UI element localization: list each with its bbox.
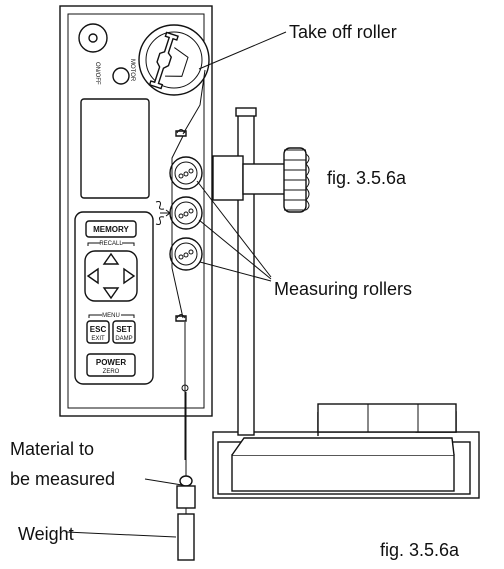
esc-key-label: ESC [90,325,107,334]
set-key [112,320,136,344]
motor-switch: MOTOR ON/OFF [94,59,135,85]
measuring-roller-2 [169,196,203,230]
device-housing-inner [67,13,205,409]
keypad: MEMORY RECALL MENU ESC EXIT SET DAMP POW… [74,211,154,385]
motor-button [112,67,130,85]
esc-key [86,320,110,344]
indicator-dot [88,33,98,43]
stand-base-top [231,454,455,492]
weight [176,460,196,561]
measuring-roller-1 [169,156,203,190]
material-callout-line [144,478,183,486]
zero-label: ZERO [103,369,120,375]
measuring-callout-line-3 [199,261,272,282]
arrow-cluster [84,250,138,302]
material-line-rollers [171,135,184,319]
onoff-label: ON/OFF [94,62,100,85]
measuring-callout-line-1 [196,180,272,278]
material-label-line1: Material to [10,439,94,459]
menu-label: MENU [102,313,120,319]
material-line-top [182,69,206,135]
damp-label: DAMP [115,336,132,342]
power-key [86,353,136,377]
measuring-roller-3 [169,237,203,271]
arrow-up-icon [102,252,120,265]
exit-label: EXIT [91,336,105,342]
stand-arm [242,163,288,195]
indicator-outer [78,23,108,53]
memory-key-label: MEMORY [93,225,129,234]
arrow-down-icon [102,287,120,300]
arrow-left-icon [86,267,99,285]
set-key-label: SET [116,325,132,334]
stand-rod-cap [235,107,257,117]
take-off-roller [138,24,210,96]
take-off-roller-spool [148,31,179,90]
weight-body [176,485,196,509]
take-off-roller-label: Take off roller [289,22,397,42]
stand-clamp-block [317,403,457,433]
weight-block [177,513,195,561]
clamp-knob [283,147,310,213]
power-key-label: POWER [96,358,126,367]
display-window [80,98,150,199]
take-off-callout-line [198,31,287,70]
arrow-right-icon [123,267,136,285]
recall-label: RECALL [99,241,123,247]
device-body: MOTOR ON/OFF MEMORY RECALL MENU ESC EXIT [59,5,213,417]
measuring-callout-line-2 [198,219,272,280]
stand-base-bevel [231,437,455,456]
callouts [65,31,287,538]
motor-label: MOTOR [129,59,135,82]
stand-collar [212,155,244,201]
measuring-rollers-label: Measuring rollers [274,279,412,299]
stand [212,107,480,499]
weight-callout-line [65,531,177,538]
weight-label: Weight [18,524,74,544]
memory-key [85,220,137,238]
figure-caption-top: fig. 3.5.6a [327,168,407,188]
material-path [171,69,206,472]
figure-caption-bottom: fig. 3.5.6a [380,540,460,560]
material-label-line2: be measured [10,469,115,489]
spring-symbol [155,201,171,225]
